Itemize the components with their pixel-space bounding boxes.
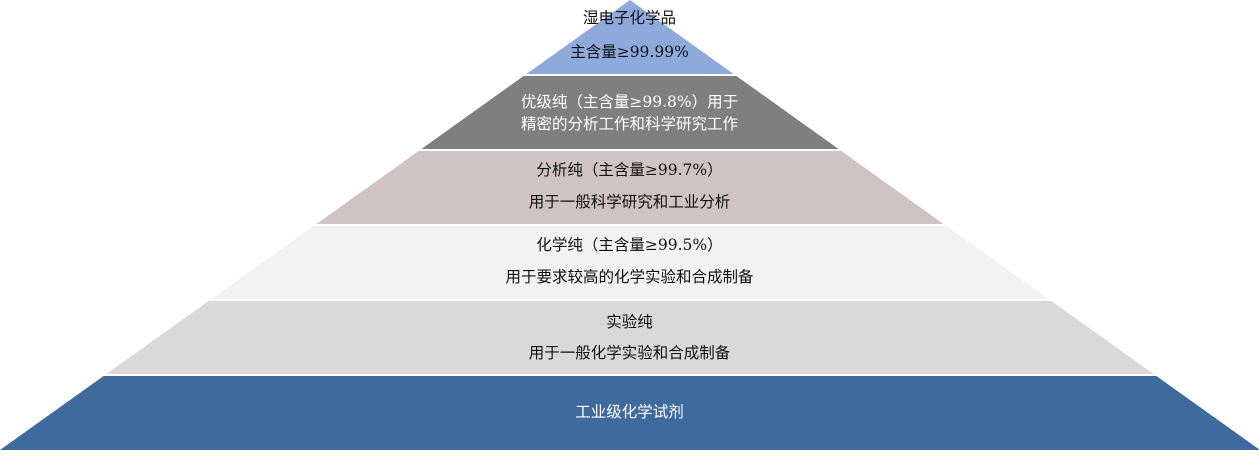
layer-6-line-1: 工业级化学试剂 — [575, 403, 684, 421]
layer-1-line-1: 主含量≥99.99% — [570, 43, 689, 61]
layer-4-line-2: 用于要求较高的化学实验和合成制备 — [505, 268, 754, 286]
layer-4-line-1: 化学纯（主含量≥99.5%） — [536, 236, 723, 254]
pyramid-title: 湿电子化学品 — [582, 9, 676, 27]
pyramid-layer-6 — [0, 376, 1259, 450]
layer-5-line-2: 用于一般化学实验和合成制备 — [528, 344, 731, 362]
layer-2-line-1: 优级纯（主含量≥99.8%）用于 — [520, 93, 739, 111]
pyramid-layer-2 — [421, 76, 839, 149]
pyramid-layer-4 — [211, 226, 1049, 299]
layer-3-line-2: 用于一般科学研究和工业分析 — [528, 193, 731, 211]
layer-3-line-1: 分析纯（主含量≥99.7%） — [536, 161, 723, 179]
pyramid-layer-3 — [316, 151, 944, 224]
pyramid-layer-5 — [106, 301, 1154, 374]
pyramid-layer-1 — [526, 0, 734, 74]
layer-2-line-2: 精密的分析工作和科学研究工作 — [520, 115, 738, 133]
layer-5-line-1: 实验纯 — [606, 313, 653, 331]
